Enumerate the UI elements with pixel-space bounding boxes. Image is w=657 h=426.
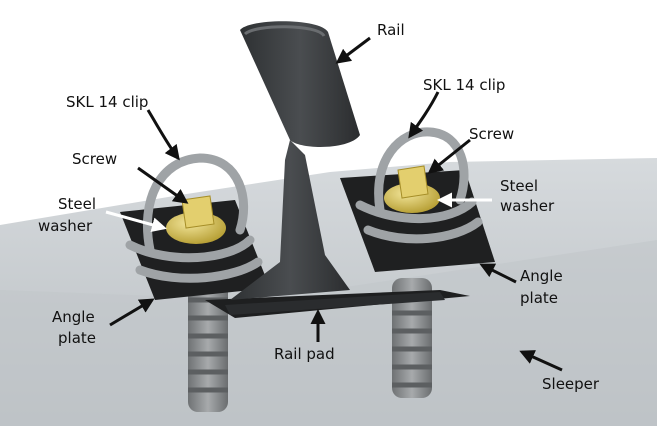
arrow-rail: [335, 36, 371, 64]
arrow-sleeper: [519, 350, 563, 372]
sleeper-shading: [0, 240, 657, 426]
arrow-screw-right: [427, 138, 471, 174]
arrow-screw-left: [137, 166, 189, 204]
arrow-angle-left: [109, 298, 155, 327]
screw-head-right: [397, 165, 429, 199]
label-angle-left-line1: Angle: [52, 308, 95, 326]
label-angle-right-line1: Angle: [520, 267, 563, 285]
clip-right: [355, 127, 483, 244]
rail-body: [225, 21, 445, 315]
label-rail-pad: Rail pad: [274, 345, 335, 363]
arrow-angle-right: [479, 263, 517, 284]
arrow-clip-left: [146, 109, 180, 161]
label-clip-right: SKL 14 clip: [423, 76, 506, 94]
clip-left: [125, 153, 263, 283]
label-angle-left-line2: plate: [58, 329, 96, 347]
screw-head-left: [181, 195, 215, 229]
label-screw-left: Screw: [72, 150, 118, 168]
label-screw-right: Screw: [469, 125, 515, 143]
arrow-washer-left: [105, 210, 167, 233]
label-washer-left-line2: washer: [38, 217, 93, 235]
label-rail: Rail: [377, 21, 405, 39]
label-washer-left-line1: Steel: [58, 195, 97, 213]
label-washer-right-line1: Steel: [500, 177, 539, 195]
label-clip-left: SKL 14 clip: [66, 93, 149, 111]
label-sleeper: Sleeper: [542, 375, 600, 393]
label-washer-right-line2: washer: [500, 197, 555, 215]
label-angle-right-line2: plate: [520, 289, 558, 307]
arrow-clip-right: [408, 91, 440, 139]
